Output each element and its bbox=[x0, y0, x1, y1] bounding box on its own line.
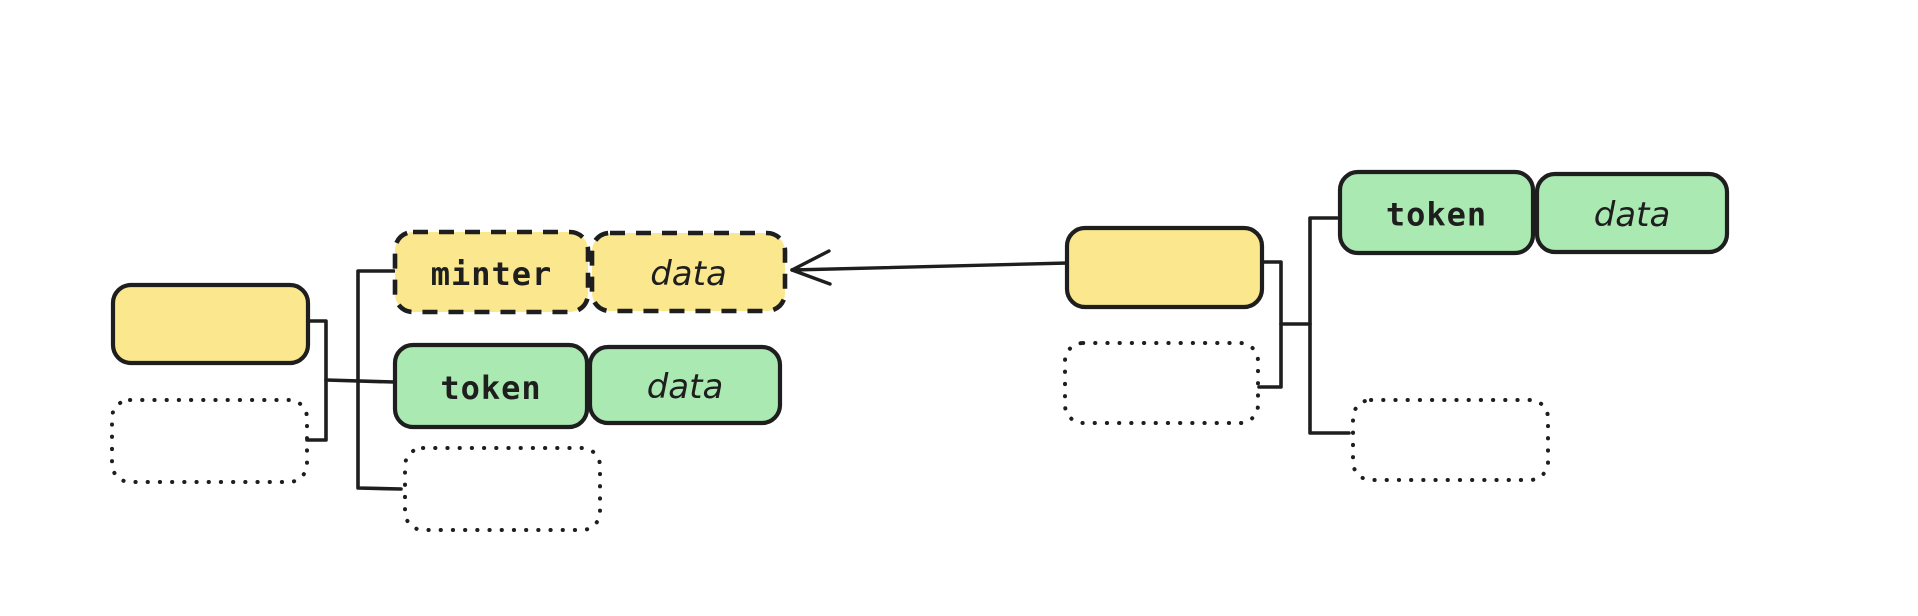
node-shape-left-child-minter-data[interactable] bbox=[589, 230, 788, 314]
node-label-left-child-token-data: data bbox=[647, 367, 724, 407]
node-right-child-token[interactable]: token bbox=[1337, 169, 1536, 256]
arrow-head-barb[interactable] bbox=[790, 249, 831, 272]
node-right-child-token-data[interactable]: data bbox=[1534, 171, 1730, 255]
node-shape-left-child-token[interactable] bbox=[392, 342, 590, 430]
node-label-left-child-token: token bbox=[440, 369, 541, 407]
node-shape-right-parent-empty-slot[interactable] bbox=[1063, 341, 1260, 425]
node-left-child-minter-data[interactable]: data bbox=[589, 230, 788, 314]
node-left-child-empty-slot[interactable] bbox=[403, 446, 602, 532]
node-label-left-child-minter: minter bbox=[431, 255, 553, 293]
arrow-head-barb[interactable] bbox=[790, 268, 832, 286]
node-shape-left-child-empty-slot[interactable] bbox=[403, 446, 602, 532]
node-left-parent[interactable] bbox=[110, 282, 311, 366]
node-right-parent[interactable] bbox=[1064, 225, 1265, 310]
right-children-bracket[interactable] bbox=[1308, 216, 1351, 435]
node-shape-right-child-token-data[interactable] bbox=[1534, 171, 1730, 255]
left-parent-to-children[interactable] bbox=[324, 378, 396, 384]
node-shape-left-parent[interactable] bbox=[110, 282, 311, 366]
node-label-right-child-token-data: data bbox=[1594, 195, 1671, 235]
node-shape-left-child-token-data[interactable] bbox=[587, 344, 783, 426]
node-left-child-token-data[interactable]: data bbox=[587, 344, 783, 426]
left-children-bracket[interactable] bbox=[356, 269, 403, 491]
node-left-child-minter[interactable]: minter bbox=[392, 229, 591, 315]
right-parent-to-minter-data-arrow[interactable] bbox=[790, 249, 1070, 286]
node-shape-left-child-minter[interactable] bbox=[392, 229, 591, 315]
node-left-child-token[interactable]: token bbox=[392, 342, 590, 430]
arrow-shaft[interactable] bbox=[790, 261, 1070, 272]
node-shape-left-parent-empty-slot[interactable] bbox=[110, 398, 309, 484]
node-shape-right-child-empty-slot[interactable] bbox=[1351, 398, 1550, 482]
node-shape-right-child-token[interactable] bbox=[1337, 169, 1536, 256]
node-shape-right-parent[interactable] bbox=[1064, 225, 1265, 310]
node-right-child-empty-slot[interactable] bbox=[1351, 398, 1550, 482]
node-left-parent-empty-slot[interactable] bbox=[110, 398, 309, 484]
node-label-left-child-minter-data: data bbox=[650, 254, 727, 294]
node-label-right-child-token: token bbox=[1386, 196, 1487, 234]
node-right-parent-empty-slot[interactable] bbox=[1063, 341, 1260, 425]
